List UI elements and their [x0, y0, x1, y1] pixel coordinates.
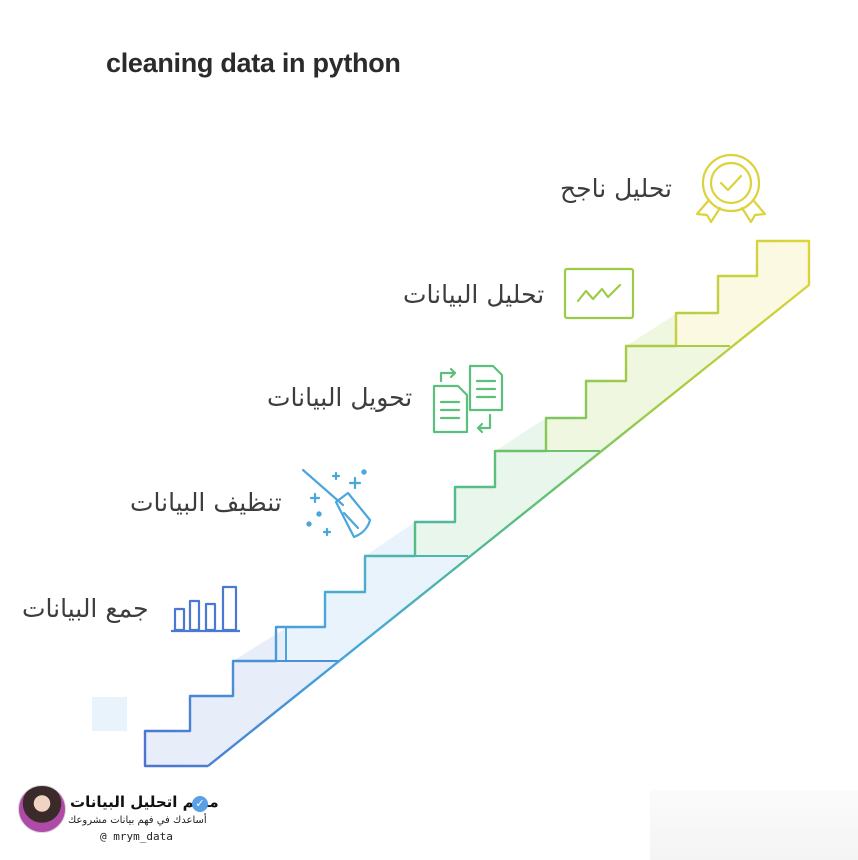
stair-band-3: [415, 418, 600, 556]
author-name: مريم اتحليل البيانات: [70, 793, 219, 811]
award-badge-icon: [695, 153, 767, 224]
stair-band-5: [676, 241, 809, 346]
author-handle: @ mrym_data: [100, 830, 173, 843]
verified-check-icon: ✓: [192, 796, 208, 812]
broom-icon: [301, 468, 372, 539]
step-label-analyze: تحليل البيانات: [403, 280, 545, 309]
step-label-collect: جمع البيانات: [22, 594, 149, 623]
stair-outline: [143, 239, 811, 768]
stair-band-1: [145, 628, 338, 766]
page-title: cleaning data in python: [106, 48, 401, 78]
stair-band-4: [546, 314, 730, 451]
documents-transfer-icon: [432, 364, 504, 434]
step-label-clean: تنظيف البيانات: [130, 488, 282, 517]
line-graph-icon: [563, 267, 635, 320]
author-tagline: أساعدك في فهم بيانات مشروعك: [68, 815, 207, 826]
step-label-success: تحليل ناجح: [560, 174, 672, 203]
author-card: مريم اتحليل البيانات ✓ أساعدك في فهم بيا…: [18, 785, 219, 845]
avatar: [18, 785, 66, 833]
step-label-transform: تحويل البيانات: [267, 383, 413, 412]
bar-chart-icon: [171, 585, 240, 633]
decorative-square: [92, 697, 127, 731]
corner-shade: [650, 790, 858, 860]
